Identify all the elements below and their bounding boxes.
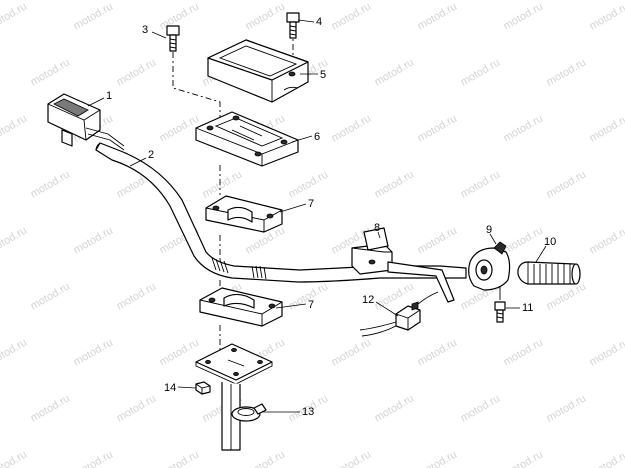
watermark-text: motod.ru xyxy=(373,168,417,200)
watermark-text: motod.ru xyxy=(545,280,589,312)
callout-13: 13 xyxy=(302,406,314,418)
callout-10: 10 xyxy=(544,236,556,248)
watermark-text: motod.ru xyxy=(502,336,546,368)
watermark-text: motod.ru xyxy=(0,0,29,32)
watermark-text: motod.ru xyxy=(244,448,288,468)
clamp-ring-part-13 xyxy=(231,403,267,422)
nut-part-14 xyxy=(195,381,211,395)
callout-14: 14 xyxy=(164,382,176,394)
watermark-text: motod.ru xyxy=(330,336,374,368)
clamp-part-7-upper xyxy=(205,195,283,233)
watermark-text: motod.ru xyxy=(115,280,159,312)
watermark-text: motod.ru xyxy=(330,112,374,144)
watermark-text: motod.ru xyxy=(29,280,73,312)
watermark-text: motod.ru xyxy=(416,112,460,144)
watermark-text: motod.ru xyxy=(0,224,29,256)
watermark-text: motod.ru xyxy=(158,448,202,468)
watermark-text: motod.ru xyxy=(158,112,202,144)
watermark-text: motod.ru xyxy=(502,224,546,256)
callout-12: 12 xyxy=(362,294,374,306)
watermark-text: motod.ru xyxy=(244,0,288,32)
watermark-text: motod.ru xyxy=(588,112,625,144)
leader-lines xyxy=(87,19,547,413)
watermark-text: motod.ru xyxy=(545,168,589,200)
watermark-text: motod.ru xyxy=(29,168,73,200)
watermark-text: motod.ru xyxy=(502,112,546,144)
housing-part-1 xyxy=(47,93,125,151)
watermark-text: motod.ru xyxy=(588,448,625,468)
callout-3: 3 xyxy=(142,24,148,36)
watermark-text: motod.ru xyxy=(588,336,625,368)
bolt-part-3 xyxy=(166,25,180,52)
watermark-text: motod.ru xyxy=(373,392,417,424)
watermark-text: motod.ru xyxy=(502,448,546,468)
callout-2: 2 xyxy=(148,149,154,161)
watermark-text: motod.ru xyxy=(29,392,73,424)
watermark-text: motod.ru xyxy=(0,112,29,144)
screw-part-11 xyxy=(494,286,506,323)
throttle-housing-part-9 xyxy=(468,241,511,291)
watermark-text: motod.ru xyxy=(330,448,374,468)
watermark-text: motod.ru xyxy=(287,168,331,200)
watermark-text: motod.ru xyxy=(416,448,460,468)
watermark-text: motod.ru xyxy=(0,448,29,468)
callout-7-upper: 7 xyxy=(308,198,314,210)
callout-8: 8 xyxy=(374,222,380,234)
watermark-text: motod.ru xyxy=(459,392,503,424)
watermark-text: motod.ru xyxy=(72,224,116,256)
brake-lever-part-8 xyxy=(351,227,455,303)
switch-part-12 xyxy=(359,291,439,337)
watermark-text: motod.ru xyxy=(459,168,503,200)
watermark-text: motod.ru xyxy=(416,0,460,32)
watermark-text: motod.ru xyxy=(201,168,245,200)
clamp-part-7-lower xyxy=(199,287,283,327)
watermark-text: motod.ru xyxy=(588,224,625,256)
bolt-part-4 xyxy=(286,12,300,39)
upper-plate-part-6 xyxy=(195,111,299,167)
watermark-text: motod.ru xyxy=(0,336,29,368)
callout-1: 1 xyxy=(106,90,112,102)
grip-part-10 xyxy=(517,261,581,285)
watermark-text: motod.ru xyxy=(72,448,116,468)
watermark-text: motod.ru xyxy=(588,0,625,32)
callout-4: 4 xyxy=(316,16,322,28)
watermark-text: motod.ru xyxy=(373,56,417,88)
callout-5: 5 xyxy=(320,69,326,81)
watermark-text: motod.ru xyxy=(459,56,503,88)
assembly-line-bolt-3 xyxy=(172,52,221,150)
watermark-text: motod.ru xyxy=(72,336,116,368)
watermark-text: motod.ru xyxy=(416,224,460,256)
callout-labels: 1 2 3 4 5 6 7 7 8 9 10 11 12 13 14 xyxy=(106,16,556,418)
watermark-text: motod.ru xyxy=(158,336,202,368)
watermark-text: motod.ru xyxy=(545,392,589,424)
watermark-text: motod.ru xyxy=(115,392,159,424)
watermark-text: motod.ru xyxy=(416,336,460,368)
watermark-text: motod.ru xyxy=(502,0,546,32)
callout-11: 11 xyxy=(522,302,533,314)
callout-9: 9 xyxy=(486,224,492,236)
watermark-text: motod.ru xyxy=(115,56,159,88)
callout-6: 6 xyxy=(314,131,320,143)
watermark-text: motod.ru xyxy=(72,0,116,32)
watermark-text: motod.ru xyxy=(29,56,73,88)
handlebar-pad-part-5 xyxy=(207,39,309,103)
watermark-text: motod.ru xyxy=(330,0,374,32)
callout-7-lower: 7 xyxy=(308,299,314,311)
watermark-text: motod.ru xyxy=(545,56,589,88)
